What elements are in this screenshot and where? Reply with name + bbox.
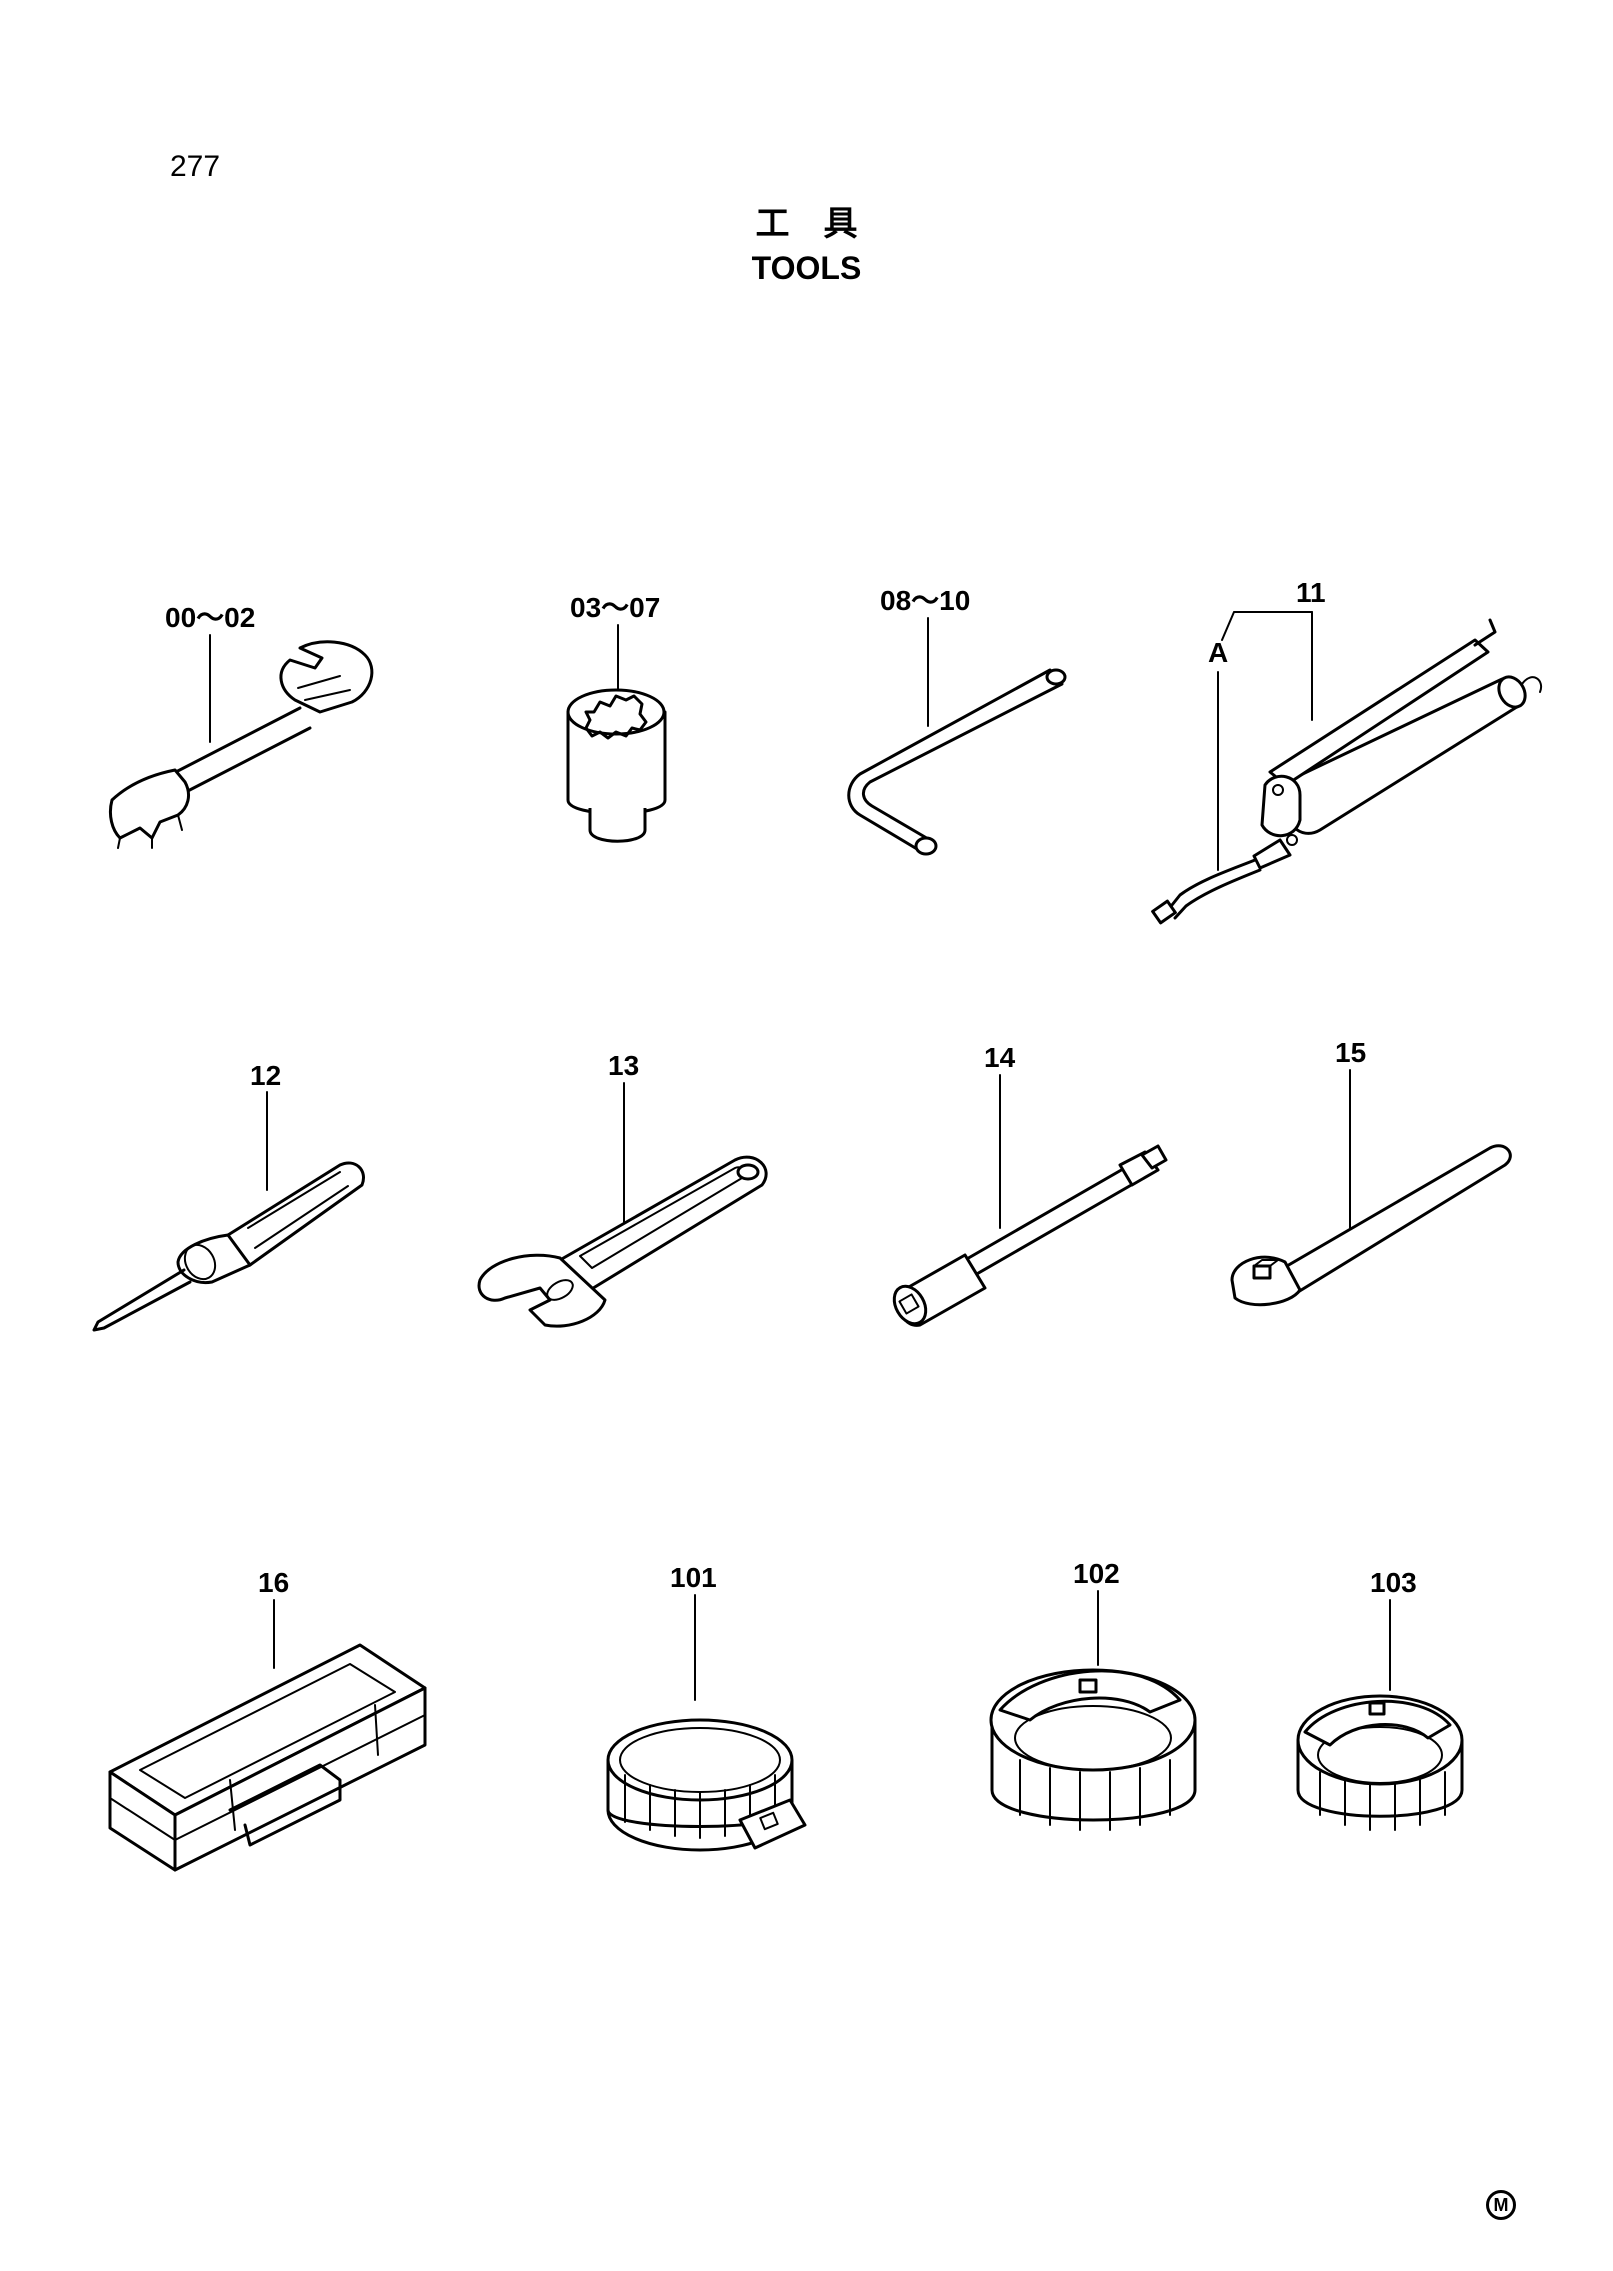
screwdriver-illustration: 12 bbox=[92, 1060, 365, 1332]
part-label: 08～10 bbox=[880, 585, 970, 616]
tool-box-illustration: 16 bbox=[108, 1567, 427, 1872]
detail-label: A bbox=[1208, 637, 1228, 668]
part-label: 101 bbox=[670, 1562, 717, 1593]
part-label: 11 bbox=[1296, 577, 1326, 608]
part-label: 16 bbox=[258, 1567, 289, 1598]
part-label: 15 bbox=[1335, 1037, 1366, 1068]
part-label: 14 bbox=[984, 1042, 1016, 1073]
page-title-english: TOOLS bbox=[751, 250, 862, 286]
socket-illustration: 03～07 bbox=[566, 592, 667, 843]
part-label: 12 bbox=[250, 1060, 281, 1091]
page-title-japanese: 工具 bbox=[755, 204, 892, 244]
adjustable-wrench-illustration: 13 bbox=[477, 1050, 768, 1328]
filter-wrench-band-illustration: 101 bbox=[606, 1562, 807, 1852]
part-label: 103 bbox=[1370, 1567, 1417, 1598]
wrench-illustration: 00～02 bbox=[108, 602, 374, 849]
ratchet-handle-illustration: 15 bbox=[1230, 1037, 1512, 1307]
part-label: 00～02 bbox=[165, 602, 255, 633]
hex-key-illustration: 08～10 bbox=[847, 585, 1067, 856]
page-number: 277 bbox=[170, 150, 221, 183]
part-label: 102 bbox=[1073, 1558, 1120, 1589]
grease-gun-illustration: 11 A bbox=[1151, 577, 1543, 925]
part-label: 13 bbox=[608, 1050, 639, 1081]
extension-bar-illustration: 14 bbox=[892, 1042, 1168, 1327]
filter-wrench-cap-large-illustration: 102 bbox=[989, 1558, 1197, 1831]
part-label: 03～07 bbox=[570, 592, 660, 623]
filter-wrench-cap-small-illustration: 103 bbox=[1296, 1567, 1464, 1831]
manufacturer-mark: M bbox=[1486, 2190, 1516, 2220]
